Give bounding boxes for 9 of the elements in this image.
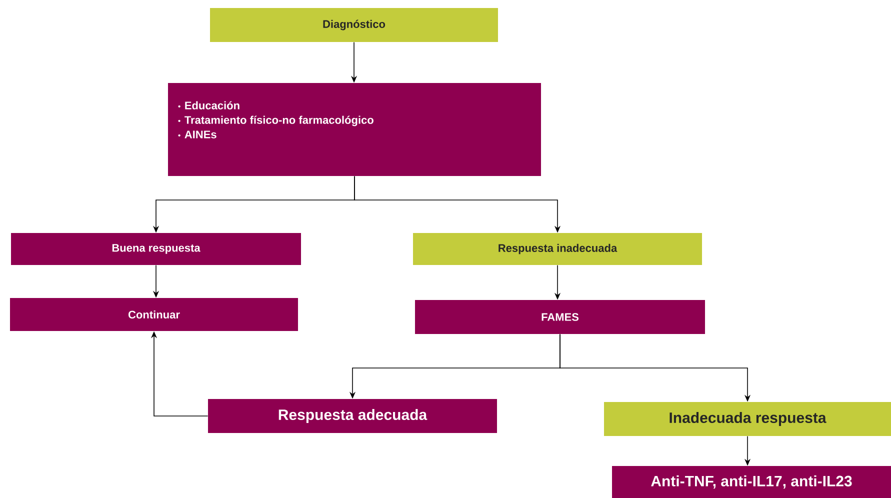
process-box: FAMES: [415, 300, 705, 334]
result-box: Diagnóstico: [210, 8, 498, 42]
process-box: Buena respuesta: [11, 233, 301, 265]
process-box: Respuesta adecuada: [208, 399, 497, 433]
treatment-box: Educación Tratamiento físico-no farmacológico AINEs: [168, 83, 541, 176]
process-box: Continuar: [10, 298, 298, 331]
result-box: Respuesta inadecuada: [413, 233, 702, 265]
process-box: Anti-TNF, anti-IL17, anti-IL23: [612, 466, 891, 498]
result-box: Inadecuada respuesta: [604, 402, 891, 436]
